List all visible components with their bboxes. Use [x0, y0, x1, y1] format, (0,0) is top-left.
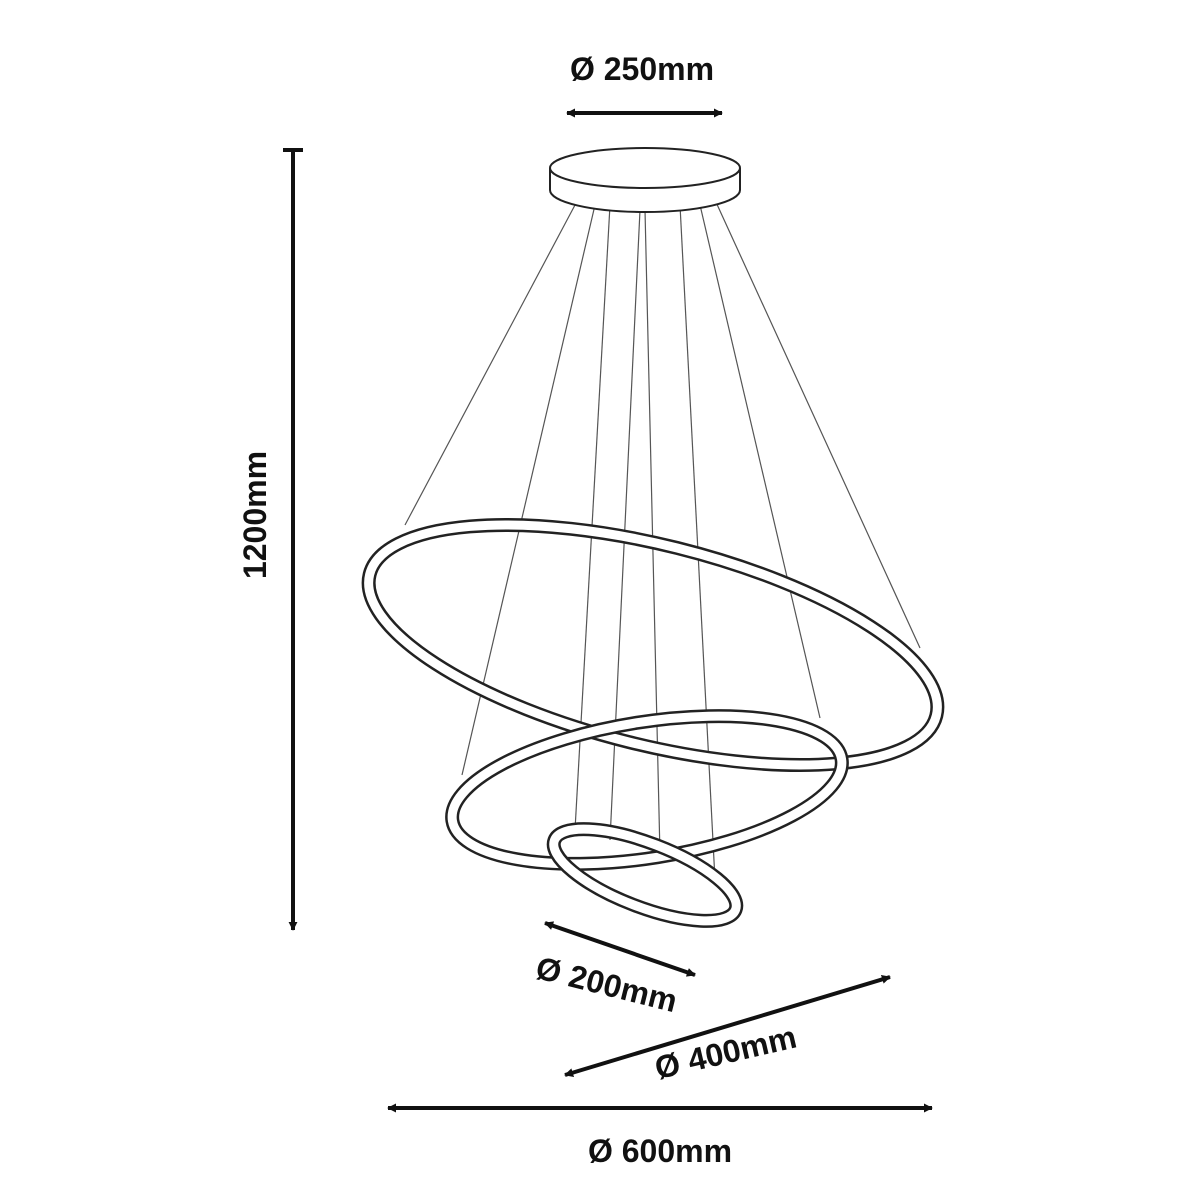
small-ring-dimension-arrow [544, 921, 696, 977]
canopy-diameter-label: Ø 250mm [570, 51, 714, 87]
height-label: 1200mm [237, 451, 273, 579]
small-ring [546, 822, 744, 928]
suspension-wires [404, 199, 921, 881]
middle-ring [445, 709, 849, 871]
middle-ring-dimension-arrow [564, 975, 891, 1077]
small-ring-diameter-label: Ø 200mm [532, 949, 681, 1019]
large-ring [361, 517, 945, 773]
large-ring-diameter-label: Ø 600mm [588, 1133, 732, 1169]
ceiling-canopy [549, 147, 741, 213]
